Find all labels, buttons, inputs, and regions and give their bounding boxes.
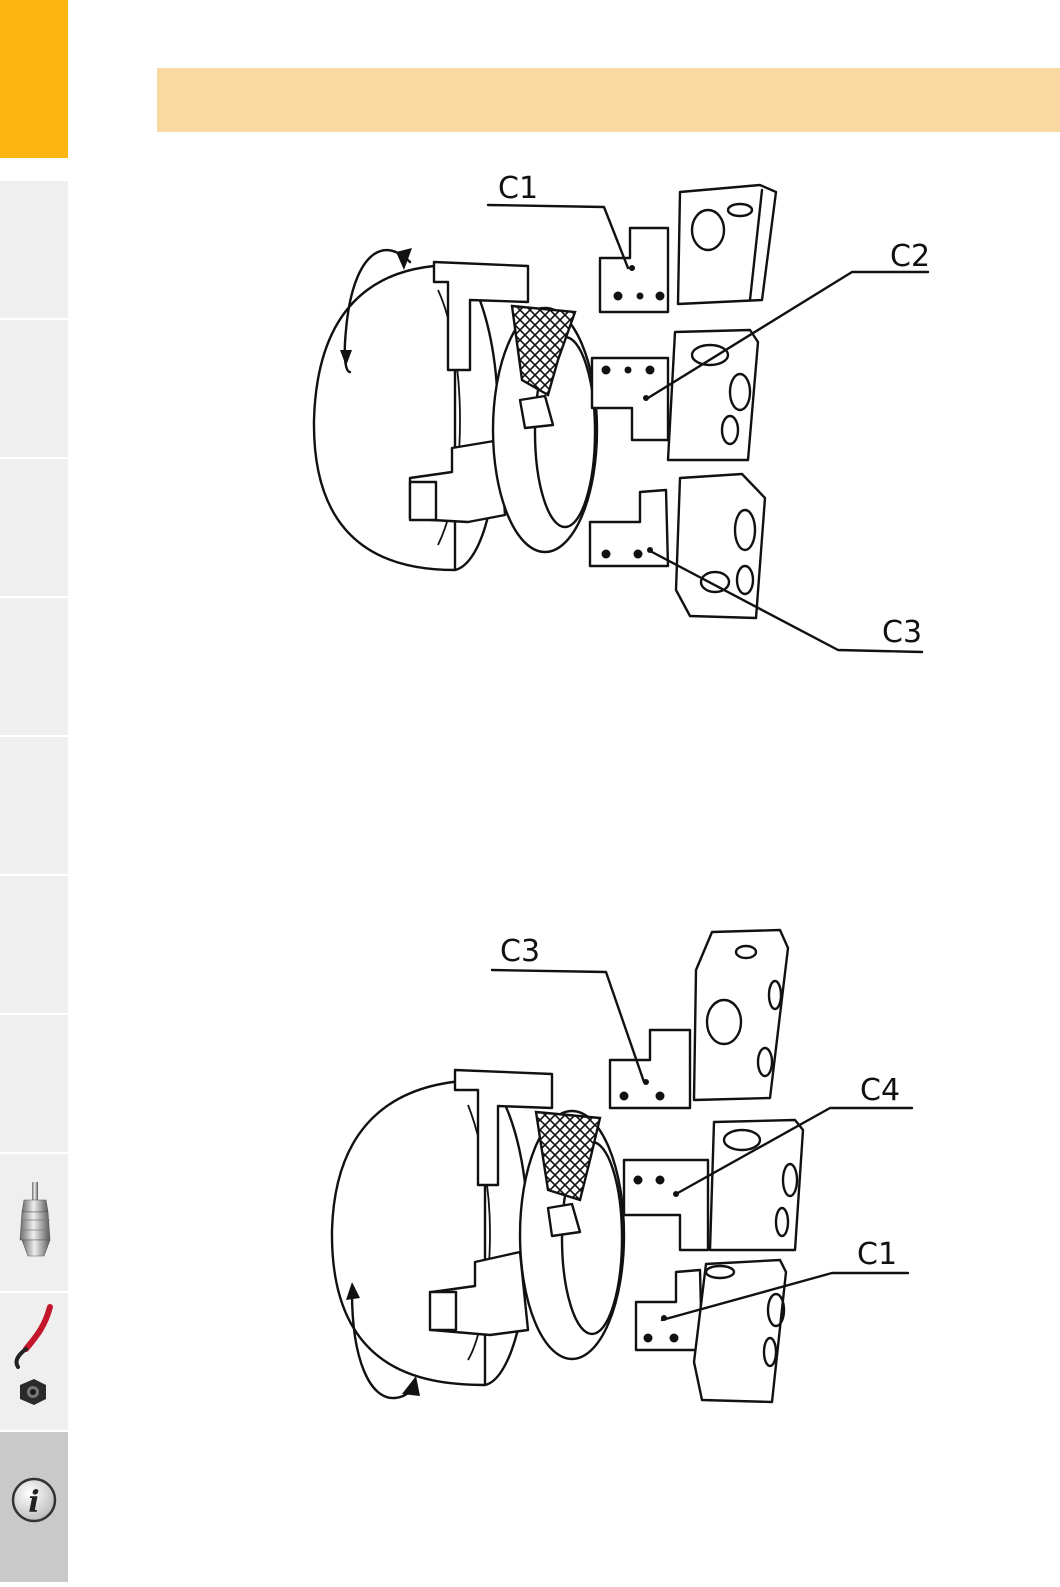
label-c2: C2 <box>890 239 930 274</box>
cube-c1 <box>694 1260 786 1402</box>
sidebar-tab-5[interactable] <box>0 737 68 874</box>
drill-chuck-icon <box>0 1154 68 1291</box>
label-c1: C1 <box>857 1237 897 1272</box>
label-c3: C3 <box>500 934 540 969</box>
sidebar-tab-info[interactable]: i <box>0 1432 68 1582</box>
sidebar: i <box>0 0 68 1582</box>
chuck-diagram-bottom: C3 C4 C1 <box>320 925 940 1415</box>
cube-c2 <box>668 330 758 460</box>
jaw-c4 <box>624 1160 708 1250</box>
sidebar-tab-7[interactable] <box>0 1015 68 1152</box>
chuck-body <box>314 265 455 570</box>
sidebar-tab-drill-chuck[interactable] <box>0 1154 68 1291</box>
sidebar-tab-3[interactable] <box>0 459 68 596</box>
label-c3: C3 <box>882 615 922 650</box>
label-c1: C1 <box>498 171 538 206</box>
sidebar-active-tab[interactable] <box>0 0 68 158</box>
sidebar-tab-1[interactable] <box>0 181 68 318</box>
hook-wrench-icon <box>0 1293 68 1430</box>
sidebar-tab-4[interactable] <box>0 598 68 735</box>
chuck-diagram-top: C1 C2 C3 <box>300 170 950 670</box>
label-c4: C4 <box>860 1073 900 1108</box>
svg-text:i: i <box>28 1485 39 1520</box>
info-icon: i <box>0 1432 68 1582</box>
sidebar-tab-2[interactable] <box>0 320 68 457</box>
sidebar-tab-hook-wrench[interactable] <box>0 1293 68 1430</box>
sidebar-tab-6[interactable] <box>0 876 68 1013</box>
header-banner <box>157 68 1060 132</box>
